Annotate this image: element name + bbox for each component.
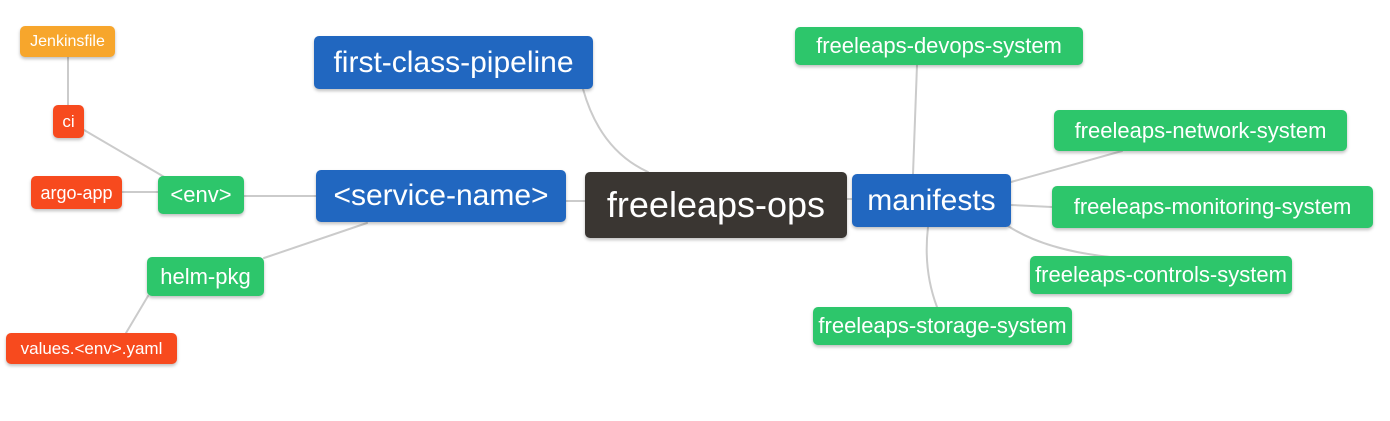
node-service-name[interactable]: <service-name> xyxy=(316,170,566,222)
edge-manifests-freeleaps-storage-system xyxy=(925,226,938,308)
node-values-env-yaml[interactable]: values.<env>.yaml xyxy=(6,333,177,364)
node-first-class-pipeline[interactable]: first-class-pipeline xyxy=(314,36,593,89)
edge-manifests-freeleaps-controls-system xyxy=(1007,225,1111,258)
edge-helm-pkg-service-name xyxy=(263,222,368,259)
node-freeleaps-controls-system[interactable]: freeleaps-controls-system xyxy=(1030,256,1292,294)
edge-first-class-pipeline-freeleaps-ops xyxy=(582,88,649,173)
node-helm-pkg[interactable]: helm-pkg xyxy=(147,257,264,296)
edge-manifests-freeleaps-network-system xyxy=(1010,150,1123,183)
node-ci[interactable]: ci xyxy=(53,105,84,138)
node-freeleaps-ops[interactable]: freeleaps-ops xyxy=(585,172,847,238)
node-jenkinsfile[interactable]: Jenkinsfile xyxy=(20,26,115,57)
node-env[interactable]: <env> xyxy=(158,176,244,214)
node-manifests[interactable]: manifests xyxy=(852,174,1011,227)
node-freeleaps-storage-system[interactable]: freeleaps-storage-system xyxy=(813,307,1072,345)
node-argo-app[interactable]: argo-app xyxy=(31,176,122,209)
edge-values-env-yaml-helm-pkg xyxy=(125,295,149,334)
edge-ci-env xyxy=(83,129,167,179)
node-freeleaps-monitoring-system[interactable]: freeleaps-monitoring-system xyxy=(1052,186,1373,228)
edge-manifests-freeleaps-monitoring-system xyxy=(1010,204,1053,208)
node-freeleaps-network-system[interactable]: freeleaps-network-system xyxy=(1054,110,1347,151)
node-freeleaps-devops-system[interactable]: freeleaps-devops-system xyxy=(795,27,1083,65)
edge-freeleaps-devops-system-manifests xyxy=(912,64,918,175)
